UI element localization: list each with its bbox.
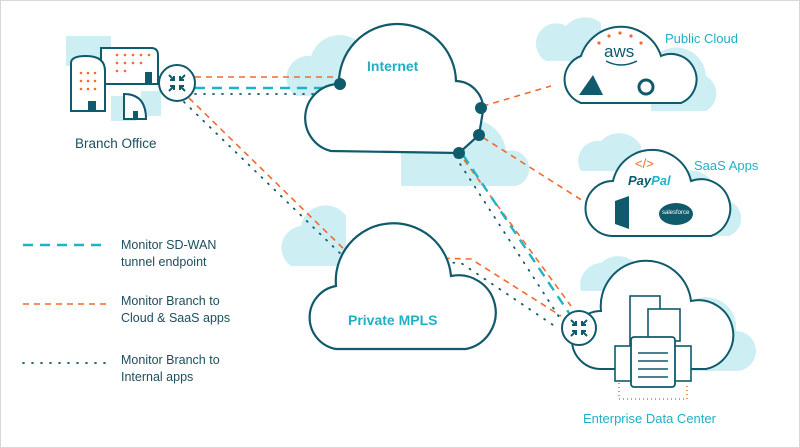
legend-item-internal: Monitor Branch to Internal apps (121, 352, 220, 386)
paypal-pal: Pal (651, 173, 671, 188)
azure-icon (579, 75, 603, 95)
paypal-pay: Pay (628, 173, 652, 188)
internet-label: Internet (367, 58, 419, 74)
saas-apps-label: SaaS Apps (694, 158, 759, 173)
mpls-cloud (308, 222, 497, 351)
legend-lines (22, 243, 108, 364)
code-icon: </> (635, 156, 654, 171)
office-icon (615, 196, 629, 229)
legend-text: Internal apps (121, 370, 194, 384)
endpoint-node (334, 78, 346, 90)
legend-text: Monitor Branch to (121, 353, 220, 367)
main-server-icon (630, 336, 676, 388)
grid-building-icon (647, 308, 681, 342)
public-cloud (563, 25, 698, 104)
legend-item-cloud: Monitor Branch to Cloud & SaaS apps (121, 293, 230, 327)
datacenter-cloud (561, 259, 735, 400)
legend-text: Monitor SD-WAN (121, 238, 217, 252)
branch-office-label: Branch Office (75, 136, 157, 151)
branch-office-icon (70, 47, 159, 120)
aws-smile-icon (605, 60, 638, 66)
branch-router-icon (158, 64, 196, 102)
endpoint-node (475, 102, 487, 114)
mpls-label: Private MPLS (348, 312, 438, 328)
salesforce-icon (659, 203, 693, 225)
endpoint-node (473, 129, 485, 141)
internet-endpoints (334, 78, 487, 159)
legend-text: tunnel endpoint (121, 255, 207, 269)
internal-app-lines (183, 93, 564, 330)
saas-cloud (584, 148, 732, 237)
legend-text: Cloud & SaaS apps (121, 311, 231, 325)
aws-logo: aws (604, 42, 635, 61)
gcp-icon (637, 78, 655, 96)
endpoint-node (453, 147, 465, 159)
datacenter-router-icon (561, 310, 597, 346)
paypal-logo: PayPal (628, 173, 671, 188)
public-cloud-label: Public Cloud (665, 31, 738, 46)
legend-item-sdwan: Monitor SD-WAN tunnel endpoint (121, 237, 216, 271)
datacenter-label: Enterprise Data Center (583, 411, 716, 426)
legend-text: Monitor Branch to (121, 294, 220, 308)
internet-cloud (304, 22, 485, 155)
salesforce-logo: salesforce (662, 210, 690, 216)
